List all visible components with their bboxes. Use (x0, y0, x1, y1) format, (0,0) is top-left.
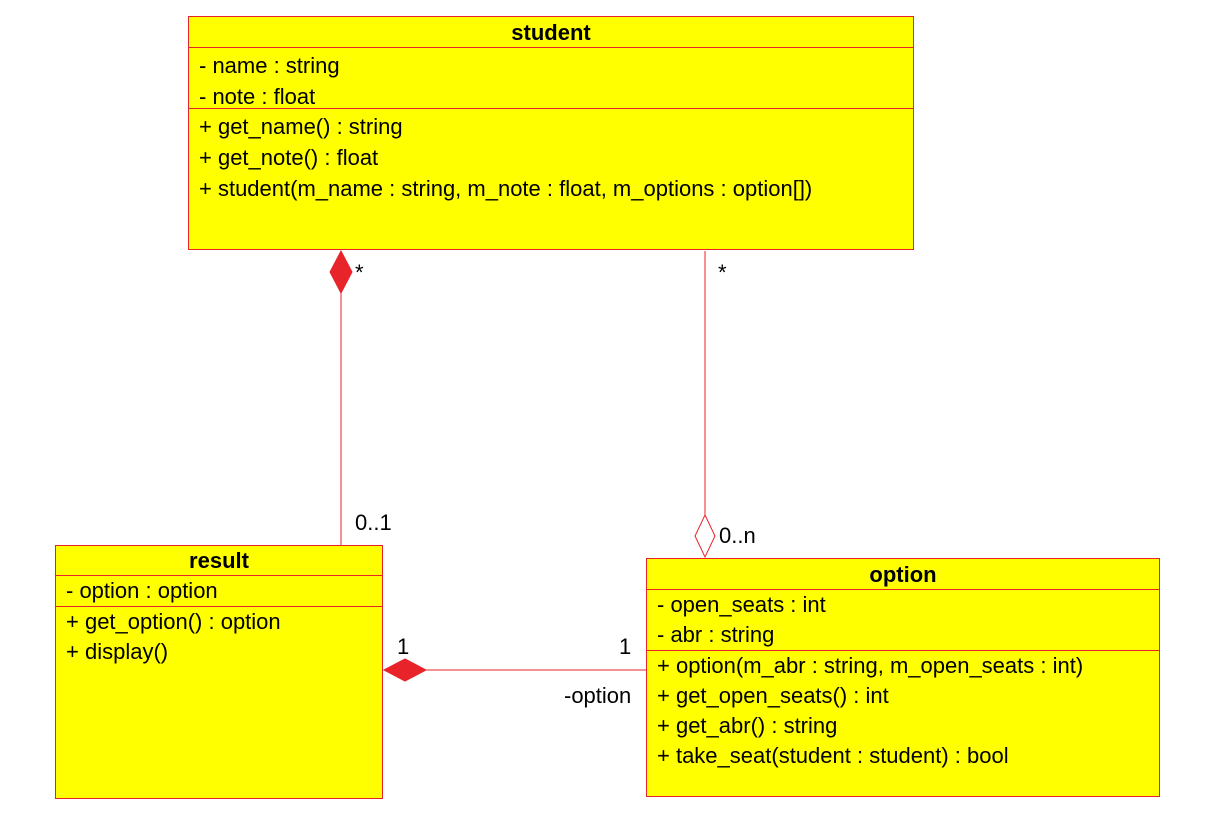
attribute: - name : string (199, 53, 340, 78)
attribute: - abr : string (657, 622, 775, 647)
method: + take_seat(student : student) : bool (657, 743, 1009, 768)
attributes-section: - name : string - note : float (189, 48, 913, 109)
method: + display() (66, 639, 169, 664)
student-option-multiplicity-student: * (718, 260, 727, 285)
attributes-section: - option : option (56, 576, 382, 607)
method: + get_abr() : string (657, 713, 838, 738)
result-option-role-label: -option (564, 683, 632, 708)
methods-section: + option(m_abr : string, m_open_seats : … (647, 651, 1159, 771)
class-name: student (189, 17, 913, 48)
attributes-section: - open_seats : int - abr : string (647, 590, 1159, 651)
method: + get_note() : float (199, 145, 379, 170)
student-result-composition-diamond (329, 249, 353, 295)
result-option-multiplicity-result: 1 (397, 634, 410, 659)
student-option-multiplicity-option: 0..n (719, 523, 756, 548)
attribute: - open_seats : int (657, 592, 826, 617)
attribute: - option : option (66, 578, 218, 603)
student-result-multiplicity-result: 0..1 (355, 510, 392, 535)
class-name: option (647, 559, 1159, 590)
method: + get_name() : string (199, 114, 403, 139)
result-option-composition-diamond (382, 658, 428, 682)
method: + get_open_seats() : int (657, 683, 889, 708)
class-box-result[interactable]: result - option : option + get_option() … (55, 545, 383, 799)
result-option-multiplicity-option: 1 (619, 634, 632, 659)
class-box-option[interactable]: option - open_seats : int - abr : string… (646, 558, 1160, 797)
method: + get_option() : option (66, 609, 281, 634)
method: + option(m_abr : string, m_open_seats : … (657, 653, 1084, 678)
student-option-aggregation-diamond (694, 513, 716, 559)
attribute: - note : float (199, 84, 316, 109)
class-box-student[interactable]: student - name : string - note : float +… (188, 16, 914, 250)
methods-section: + get_option() : option + display() (56, 607, 382, 667)
class-name: result (56, 546, 382, 576)
student-result-multiplicity-student: * (355, 260, 364, 285)
method: + student(m_name : string, m_note : floa… (199, 176, 813, 201)
methods-section: + get_name() : string + get_note() : flo… (189, 109, 913, 204)
